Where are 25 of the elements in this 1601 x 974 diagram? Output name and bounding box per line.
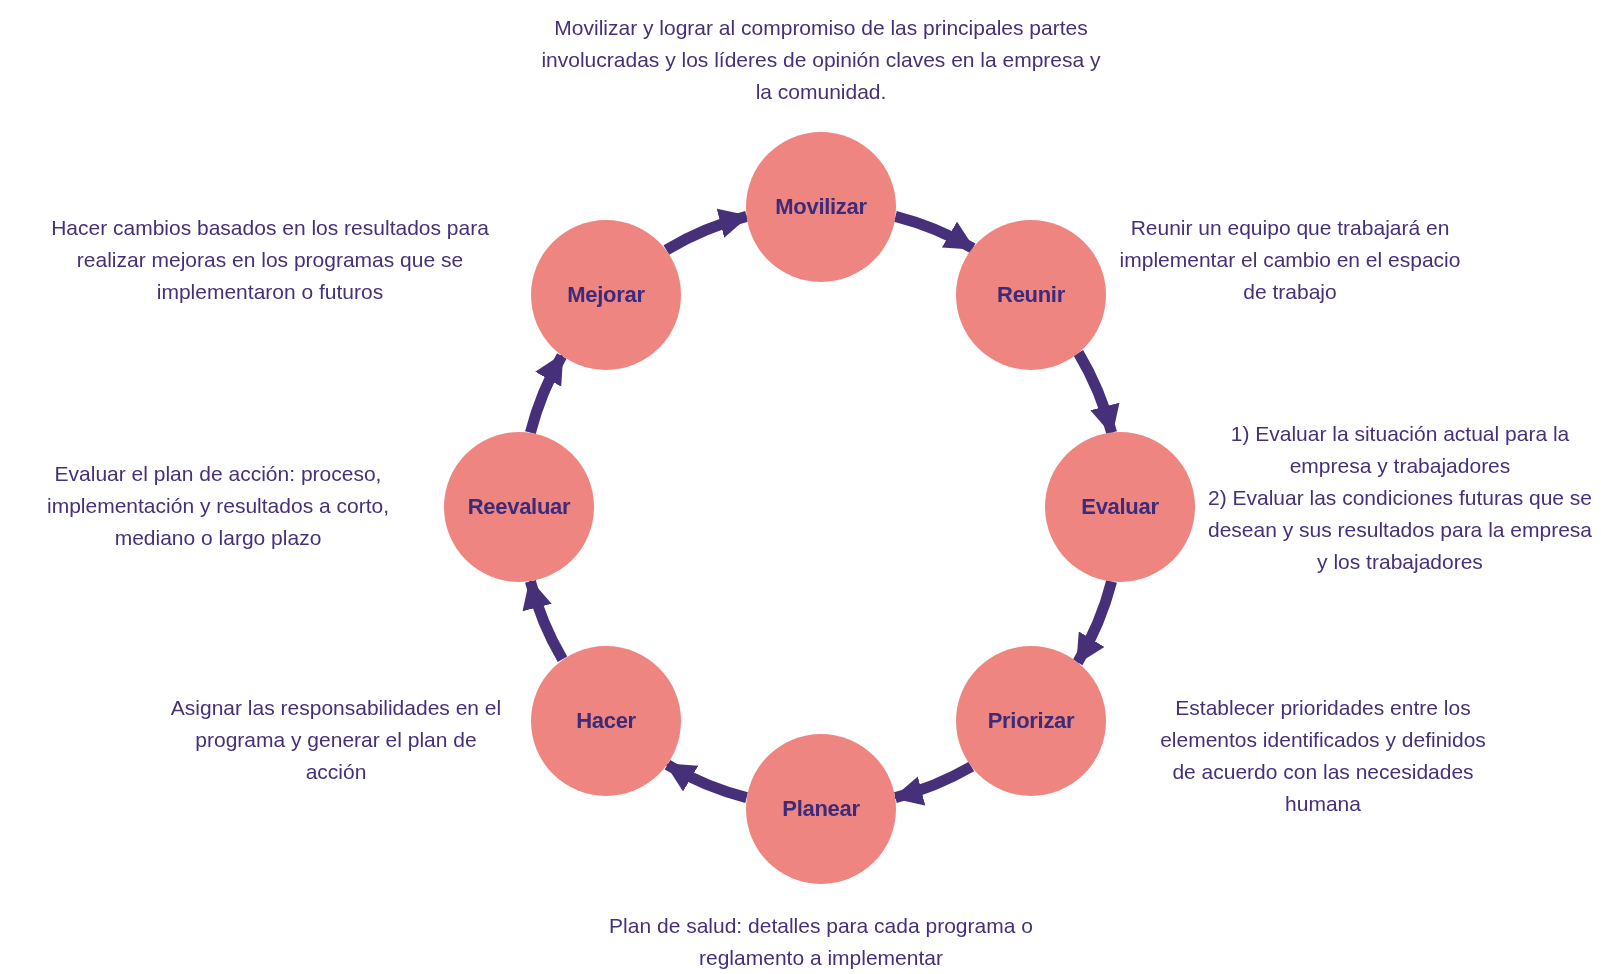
step-description: Asignar las responsabilidades en el programa y generar el plan de acción — [169, 695, 503, 785]
curved-arrow — [1072, 579, 1117, 665]
curved-arrow — [1073, 350, 1119, 436]
step-description: Establecer prioridades entre los elementos identificados y definidos de acuerdo con las necesidades humana — [1159, 695, 1487, 817]
step-description: Hacer cambios basados en los resultados para realizar mejoras en los programas que se implementaron o futuros — [50, 215, 490, 305]
step-description: Plan de salud: detalles para cada programa o reglamento a implementar — [608, 913, 1034, 971]
curved-arrow — [663, 209, 750, 255]
curved-arrow — [523, 578, 568, 662]
step-label: Planear — [782, 796, 860, 822]
step-label: Reunir — [997, 282, 1065, 308]
step-label: Movilizar — [775, 194, 867, 220]
step-description: Movilizar y lograr al compromiso de las principales partes involucradas y los líderes de opinión claves en la empresa y la comunidad. — [541, 15, 1101, 105]
curved-arrow — [892, 761, 974, 805]
step-description: 1) Evaluar la situación actual para la empresa y trabajadores — [1229, 421, 1571, 479]
curved-arrow — [893, 211, 976, 254]
step-description: 2) Evaluar las condiciones futuras que se desean y sus resultados para la empresa y los trabajadores — [1206, 485, 1594, 575]
curved-arrow — [525, 353, 567, 435]
curved-arrow — [664, 759, 749, 803]
step-label: Hacer — [576, 708, 636, 734]
step-label: Priorizar — [987, 708, 1075, 734]
step-label: Evaluar — [1081, 494, 1159, 520]
step-label: Mejorar — [567, 282, 645, 308]
step-label: Reevaluar — [467, 494, 571, 520]
step-description: Reunir un equipo que trabajará en implementar el cambio en el espacio de trabajo — [1118, 215, 1462, 305]
step-description: Evaluar el plan de acción: proceso, implementación y resultados a corto, mediano o largo plazo — [46, 461, 390, 551]
